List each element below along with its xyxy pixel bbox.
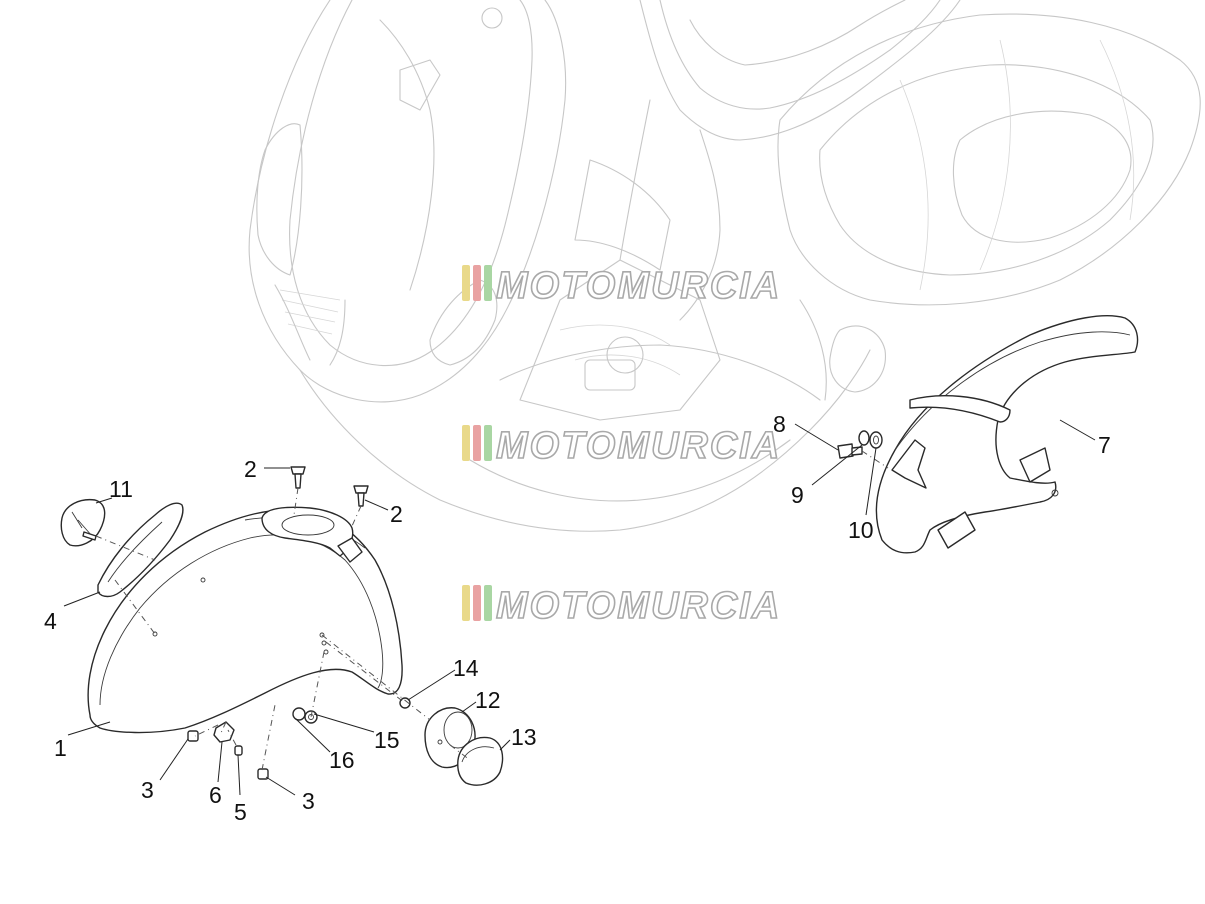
watermark-top: MOTOMURCIA bbox=[462, 264, 781, 308]
screw-3-right bbox=[257, 768, 269, 780]
callout-4: 4 bbox=[44, 608, 57, 634]
callout-6: 6 bbox=[209, 782, 222, 808]
callout-3-left: 3 bbox=[141, 777, 154, 803]
callout-3-right: 3 bbox=[302, 788, 315, 814]
emblem-bracket bbox=[60, 498, 106, 547]
callout-labels: 1 2 2 3 3 4 5 6 7 8 9 10 11 12 13 14 15 … bbox=[44, 411, 1111, 825]
watermark-middle: MOTOMURCIA bbox=[462, 424, 781, 468]
callout-15: 15 bbox=[374, 727, 400, 753]
leader-lines bbox=[63, 419, 1096, 796]
callout-5: 5 bbox=[234, 799, 247, 825]
watermark-text-top: MOTOMURCIA bbox=[496, 265, 781, 307]
screw-2-left bbox=[290, 466, 306, 489]
watermark-bottom: MOTOMURCIA bbox=[462, 584, 781, 628]
callout-16: 16 bbox=[329, 747, 355, 773]
callout-13: 13 bbox=[511, 724, 537, 750]
callout-11: 11 bbox=[109, 476, 133, 502]
callout-9: 9 bbox=[791, 482, 804, 508]
callout-14: 14 bbox=[453, 655, 479, 681]
watermark-text-bottom: MOTOMURCIA bbox=[496, 585, 781, 627]
screw-3-left bbox=[187, 730, 199, 742]
washer-9 bbox=[858, 430, 870, 446]
washer-15 bbox=[304, 710, 318, 724]
washer-10 bbox=[869, 431, 883, 449]
watermark: MOTOMURCIA MOTOMURCIA MOTOMURCIA bbox=[462, 264, 781, 628]
screw-5 bbox=[234, 745, 243, 756]
callout-2-right: 2 bbox=[390, 501, 403, 527]
bush-16 bbox=[292, 707, 306, 721]
callout-12: 12 bbox=[475, 687, 501, 713]
spacer-14 bbox=[399, 697, 411, 709]
rear-mudguard bbox=[875, 315, 1139, 554]
bolt-8 bbox=[837, 443, 863, 459]
callout-1: 1 bbox=[54, 735, 67, 761]
callout-10: 10 bbox=[848, 517, 874, 543]
callout-8: 8 bbox=[773, 411, 786, 437]
callout-7: 7 bbox=[1098, 432, 1111, 458]
front-emblem-badge bbox=[97, 502, 184, 598]
watermark-text-middle: MOTOMURCIA bbox=[496, 425, 781, 467]
callout-2-left: 2 bbox=[244, 456, 257, 482]
scooter-body-outline bbox=[248, 0, 1201, 532]
screw-2-right bbox=[353, 485, 369, 507]
alignment-lines bbox=[95, 450, 889, 771]
cover-13 bbox=[457, 736, 504, 786]
front-mudguard bbox=[87, 506, 403, 734]
